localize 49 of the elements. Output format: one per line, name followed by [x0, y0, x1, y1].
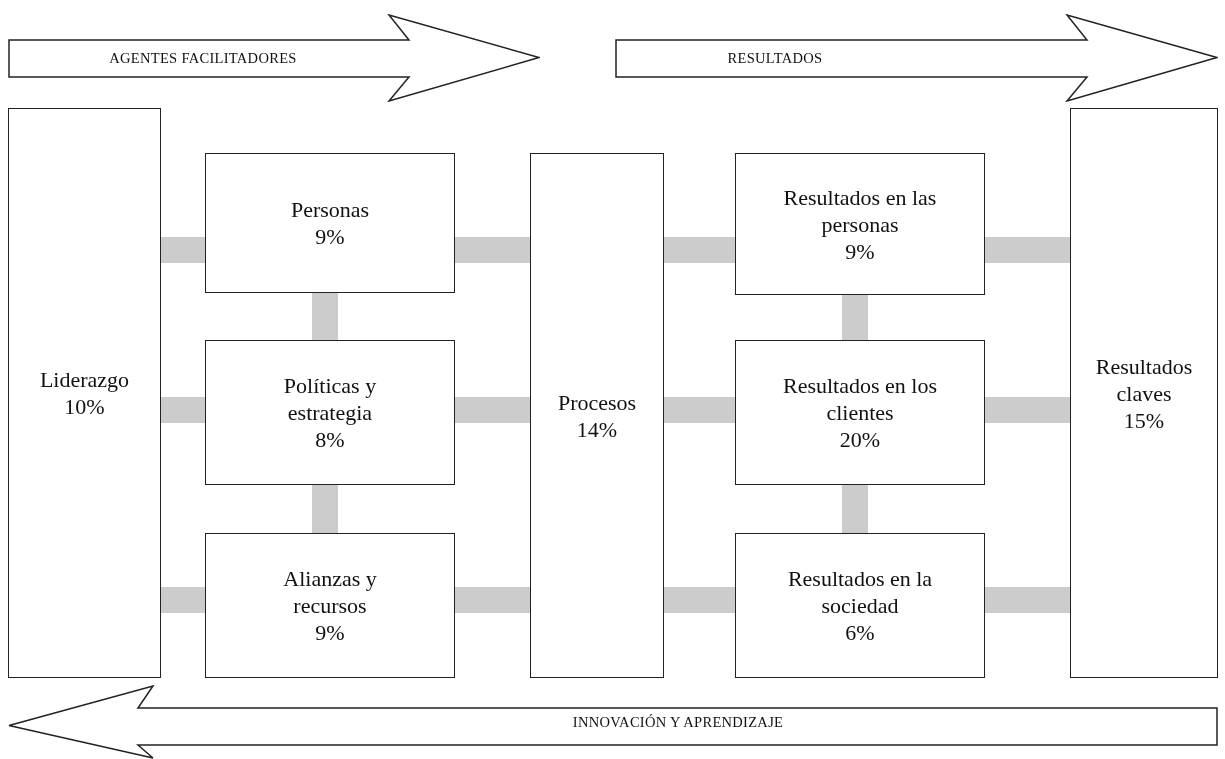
block-arrow: [615, 14, 1218, 102]
connector-bar: [161, 587, 205, 613]
connector-bar: [455, 237, 530, 263]
percentage-label: 8%: [314, 426, 346, 453]
criterion-box: [205, 340, 455, 485]
criterion-label: Procesos: [556, 388, 638, 416]
criterion-box: [735, 340, 985, 485]
connector-bar: [664, 237, 735, 263]
criterion-box: [735, 533, 985, 678]
criterion-label: Personas: [289, 196, 371, 223]
criterion-box: [735, 153, 985, 295]
block-arrow: [8, 14, 540, 102]
connector-bar: [664, 397, 735, 423]
block-arrow: [8, 685, 1218, 759]
criterion-label: Resultados claves: [1094, 352, 1194, 407]
percentage-label: 9%: [314, 619, 346, 646]
criterion-label: Liderazgo: [38, 366, 131, 393]
percentage-label: 10%: [63, 393, 106, 420]
percentage-label: 14%: [575, 415, 619, 443]
connector-bar: [985, 397, 1070, 423]
connector-bar: [455, 587, 530, 613]
criterion-label: Resultados en las personas: [782, 183, 938, 238]
pillar-box: [1070, 108, 1218, 678]
connector-bar: [985, 587, 1070, 613]
percentage-label: 6%: [844, 619, 876, 646]
connector-bar: [161, 397, 205, 423]
arrow-label: INNOVACIÓN Y APRENDIZAJE: [571, 712, 785, 732]
percentage-label: 9%: [844, 237, 876, 265]
percentage-label: 20%: [838, 426, 882, 453]
connector-bar: [842, 295, 868, 340]
arrow-label: RESULTADOS: [726, 48, 824, 68]
connector-bar: [664, 587, 735, 613]
connector-bar: [312, 293, 338, 340]
criterion-box: [205, 153, 455, 293]
criterion-box: [205, 533, 455, 678]
arrow-label: AGENTES FACILITADORES: [108, 48, 298, 68]
connector-bar: [161, 237, 205, 263]
percentage-label: 15%: [1122, 406, 1166, 434]
percentage-label: 9%: [314, 223, 346, 250]
criterion-label: Alianzas y recursos: [282, 565, 378, 619]
connector-bar: [455, 397, 530, 423]
criterion-label: Resultados en los clientes: [782, 372, 938, 426]
pillar-box: [8, 108, 161, 678]
connector-bar: [842, 485, 868, 533]
criterion-label: Políticas y estrategia: [282, 372, 378, 426]
pillar-box: [530, 153, 664, 678]
connector-bar: [985, 237, 1070, 263]
criterion-label: Resultados en la sociedad: [786, 565, 934, 619]
connector-bar: [312, 485, 338, 533]
